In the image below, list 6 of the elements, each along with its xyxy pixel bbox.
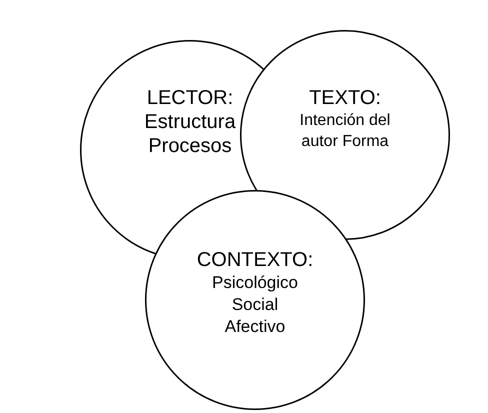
circle-heading: LECTOR: [146, 86, 234, 110]
circle-text: Psicológico Social Afectivo [211, 272, 299, 338]
circle-heading: CONTEXTO: [196, 248, 314, 272]
circle-text: Estructura Procesos [143, 110, 237, 158]
circle-text: Intención del autor Forma [298, 111, 392, 152]
circle-heading: TEXTO: [309, 86, 381, 110]
